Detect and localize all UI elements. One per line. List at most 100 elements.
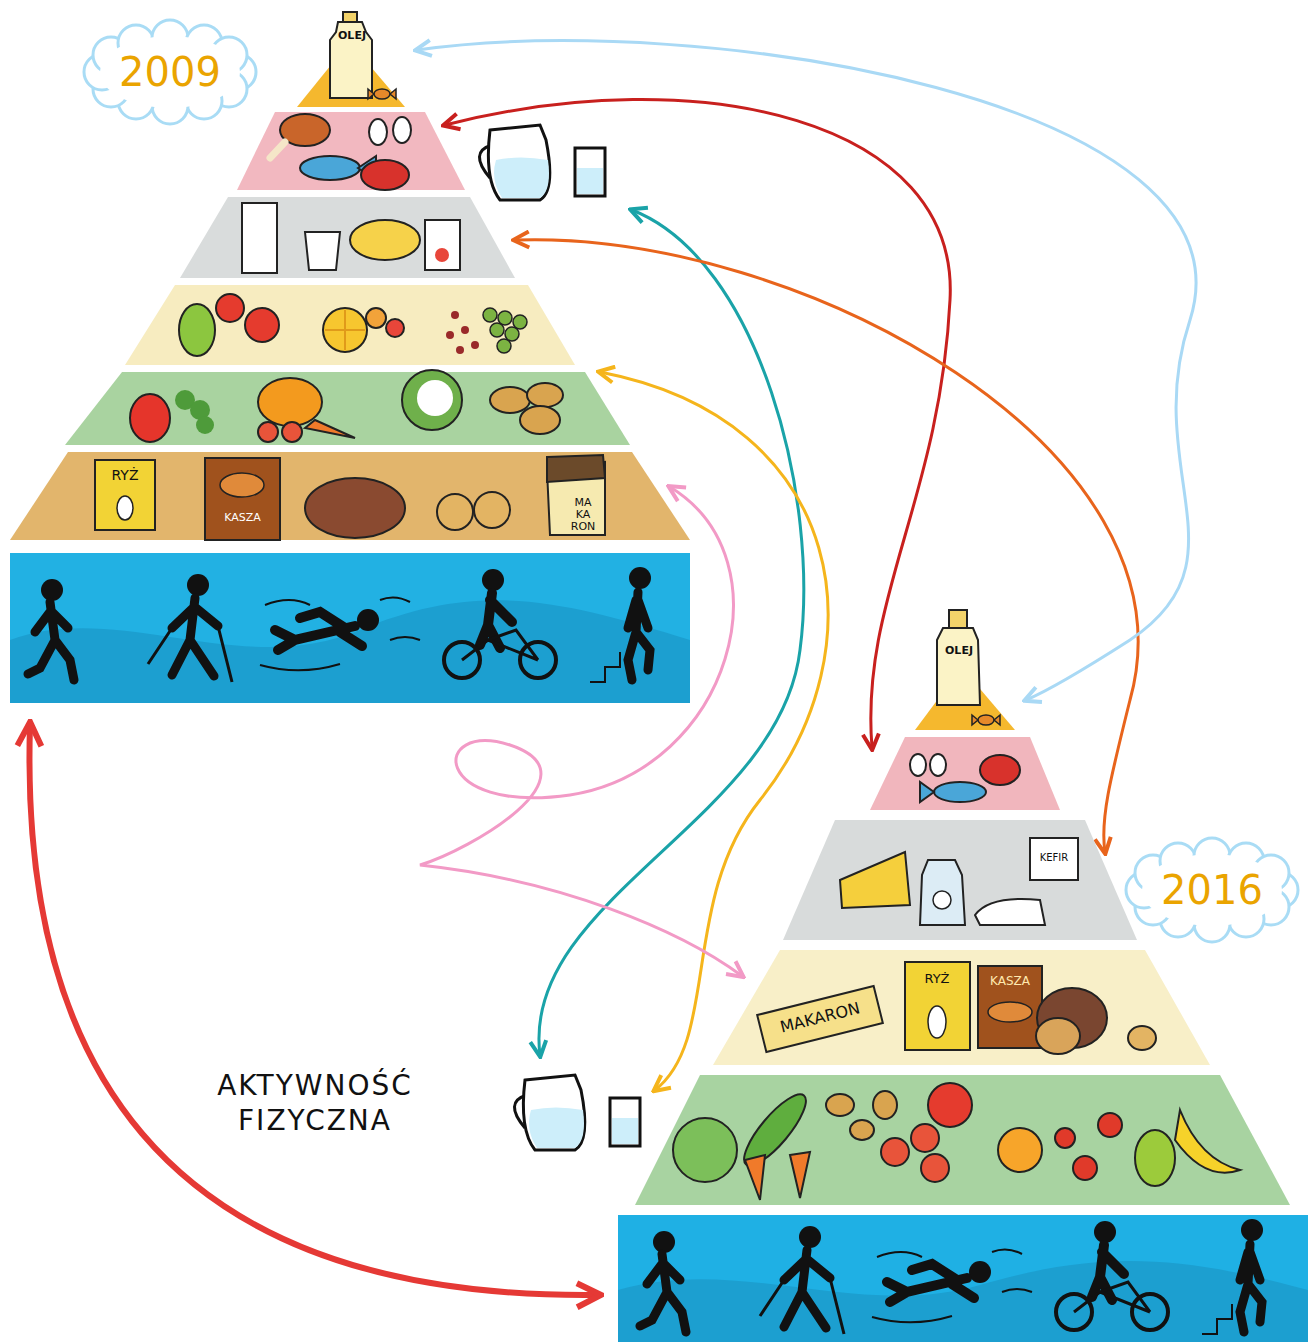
tier-vegetables-fruit-2016-part [911,1124,939,1152]
oil-tier-shape [910,605,1022,732]
tier-fruit-2009-part [245,308,279,342]
cloud-2009 [84,20,256,124]
tier-vegetables-fruit-2016-part [635,1075,1290,1205]
tier-vegetables-fruit-2016-part [745,1155,765,1200]
tier-meat-2016-part [920,782,934,802]
tier-vegetables-fruit-2016-part [790,1152,810,1198]
tier-fruit-2009 [125,285,575,365]
dairy-tier: KEFIR [783,818,1138,943]
tier-vegetables-fruit-2016-part [1135,1130,1175,1186]
tier-vegetables-fruit-2016-part [1175,1110,1240,1173]
tier-fruit-2009-part [446,311,479,354]
tier-fruit-2009-part-part [461,326,469,334]
oil-tier-shape [295,8,413,108]
dairy-tier-shape [783,818,1138,943]
tier-meat-2016-part [980,755,1020,785]
cow-face [933,891,951,909]
oil-tier: OLEJ [295,8,413,108]
tier-meat-2016-part [930,754,946,776]
groats-label: KASZA [980,975,1040,988]
activity-band-2009 [10,553,690,703]
tier-vegetables-2009-part [305,420,355,438]
pasta-pack [757,986,883,1052]
tier-fruit-2009-part-part [497,339,511,353]
tier-vegetables-fruit-2016-part [1098,1113,1122,1137]
activity-band-2009-part [28,567,651,682]
groats-bowl [988,1002,1032,1022]
tier-dairy-2009 [180,197,515,278]
tier-vegetables-fruit-2016-part [1055,1128,1075,1148]
oil-bottle [937,628,980,705]
cloud-2009-part [84,20,256,124]
grain-tier-drawing [713,950,1210,1065]
bread-roll [1128,1026,1156,1050]
tier-fruit-2009-part [179,304,215,356]
bottle-label: OLEJ [333,30,371,42]
tier-vegetables-fruit-2016-part [826,1094,854,1116]
change-arrows-part [445,100,950,748]
tier-vegetables-2009-part [282,422,302,442]
groats-box [978,966,1042,1048]
pyramid-2016: 2016OLEJKEFIRMAKARONRYŻKASZA [615,600,1308,1342]
bread-slice [1036,1018,1080,1054]
bread-roll [474,492,510,528]
tier-meat-2009-part [369,119,387,145]
tier-dairy-2009-part [305,232,340,270]
grain-tier-shape [712,948,1212,1068]
activity-label: AKTYWNOŚĆ FIZYCZNA [180,1068,450,1138]
change-arrows [29,100,1138,1296]
tier-vegetables-2009-part [527,383,563,407]
tier-dairy-2009-part [242,203,277,273]
pasta-bag-top [547,455,605,482]
groats-bowl [220,473,264,497]
groats-box [205,458,280,540]
tier-fruit-2009-part [323,308,367,352]
grain-tier: RYŻ KASZA MA KA RON [8,450,693,545]
tier-meat-2016 [870,737,1060,810]
tier-fruit-2009-part [366,308,386,328]
milk-bottle [920,860,965,925]
rice-grain [117,496,133,520]
activity-band-2016-part [618,1215,1308,1342]
tier-fruit-2009-part-part [451,311,459,319]
rice-grain [928,1006,946,1038]
pasta-label: MA KA RON [568,497,598,533]
tier-meat-2009-part [237,112,465,190]
change-arrows-part [29,725,598,1295]
bread-roll [437,494,473,530]
tier-vegetables-2009-part-part [196,416,214,434]
tier-dairy-2009-part [435,248,449,262]
cloud-2016 [1126,838,1298,942]
tier-vegetables-2009 [65,370,630,445]
tier-band [10,452,690,540]
tier-vegetables-2009-part [520,406,560,434]
activity-band-2016 [618,1215,1308,1342]
tier-dairy-2009-part [180,197,515,278]
tier-meat-2009-part [270,142,285,158]
oil-bottle [330,22,372,98]
oil-tier: OLEJ [910,605,1022,732]
grain-tier: MAKARONRYŻKASZA [712,948,1212,1068]
tier-vegetables-fruit-2016-part [850,1120,874,1140]
groats-label: KASZA [207,512,278,524]
tier-fruit-2009-part-part [490,323,504,337]
tier-meat-2016-part [934,782,986,802]
oil-tier-drawing [915,610,1015,730]
candy-wrap [972,715,1000,725]
tier-fruit-2009-part [325,310,365,350]
tier-vegetables-2009-part [65,372,630,445]
tier-band [783,820,1137,940]
tier-vegetables-2009-part [490,387,530,413]
tier-vegetables-fruit-2016-part [928,1083,972,1127]
change-arrows-part [515,240,1138,852]
tier-fruit-2009-part [483,308,527,353]
oil-tier-drawing [297,12,405,107]
soft-cheese [975,899,1045,925]
tier-vegetables-2009-part [258,378,322,426]
dairy-tier-drawing [783,820,1137,940]
rice-label: RYŻ [97,468,153,483]
activity-band-2009-part [10,553,690,703]
tier-vegetables-fruit-2016-part [881,1138,909,1166]
